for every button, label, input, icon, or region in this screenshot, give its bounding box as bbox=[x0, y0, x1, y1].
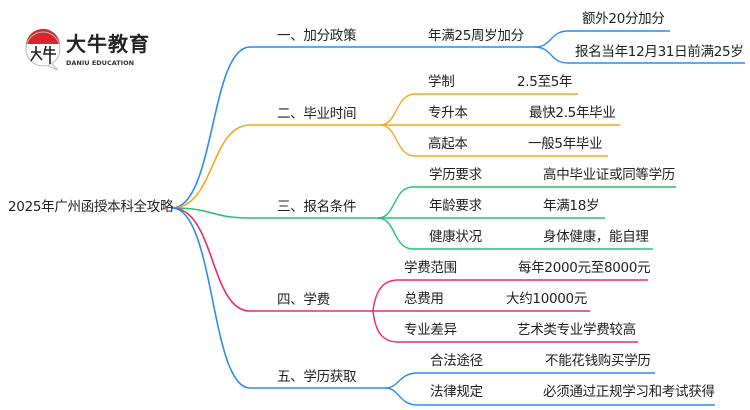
branch-4: 四、学费 bbox=[277, 292, 330, 308]
connector-b5-c1 bbox=[384, 372, 655, 389]
connector-b4-c3 bbox=[372, 310, 638, 343]
branch-1: 一、加分政策 bbox=[277, 28, 357, 44]
branch-3: 三、报名条件 bbox=[277, 199, 357, 215]
node-value: 不能花钱购买学历 bbox=[545, 353, 651, 369]
connector-root-b4 bbox=[171, 207, 373, 312]
node-value: 必须通过正规学习和考试获得 bbox=[543, 384, 715, 400]
branch-5: 五、学历获取 bbox=[277, 369, 357, 385]
node-value: 艺术类专业学费较高 bbox=[517, 322, 636, 338]
node-label: 高起本 bbox=[428, 136, 468, 152]
logo-name: 大牛教育 bbox=[66, 32, 150, 56]
node-label: 学费范围 bbox=[404, 260, 457, 276]
connector-b3-c3 bbox=[377, 217, 653, 250]
logo-subtitle: DANIU EDUCATION bbox=[66, 59, 135, 67]
node-value: 报名当年12月31日前满25岁 bbox=[575, 44, 744, 60]
node-label: 专升本 bbox=[428, 105, 468, 121]
node-label: 学制 bbox=[428, 74, 455, 90]
connector-b1-c1 bbox=[534, 30, 670, 48]
node-label: 年满25周岁加分 bbox=[428, 28, 524, 44]
root-node: 2025年广州函授本科全攻略 bbox=[8, 199, 174, 215]
node-value: 一般5年毕业 bbox=[528, 136, 603, 152]
node-value: 身体健康，能自理 bbox=[543, 229, 649, 245]
node-label: 专业差异 bbox=[404, 322, 457, 338]
branch-2: 二、毕业时间 bbox=[277, 106, 357, 122]
node-value: 每年2000元至8000元 bbox=[518, 260, 651, 276]
connector-b1-c2 bbox=[534, 46, 745, 64]
node-label: 总费用 bbox=[404, 291, 444, 307]
logo-mark-icon bbox=[25, 28, 61, 71]
node-value: 2.5至5年 bbox=[517, 74, 573, 90]
node-value: 额外20分加分 bbox=[582, 11, 665, 27]
node-label: 合法途径 bbox=[430, 353, 483, 369]
node-label: 健康状况 bbox=[429, 229, 482, 245]
connector-b4-c1 bbox=[372, 279, 648, 312]
node-value: 大约10000元 bbox=[506, 291, 588, 307]
connector-root-b5 bbox=[171, 207, 385, 389]
connector-root-b2 bbox=[171, 124, 380, 209]
node-value: 最快2.5年毕业 bbox=[529, 105, 616, 121]
connector-b2-c3 bbox=[379, 124, 608, 157]
node-value: 年满18岁 bbox=[543, 198, 600, 214]
connector-b5-c2 bbox=[384, 387, 715, 406]
logo: 大牛教育 DANIU EDUCATION bbox=[22, 28, 149, 72]
node-label: 法律规定 bbox=[430, 384, 483, 400]
connector-b2-c1 bbox=[379, 93, 578, 126]
node-label: 年龄要求 bbox=[429, 198, 482, 214]
node-label: 学历要求 bbox=[429, 167, 482, 183]
connector-root-b3 bbox=[171, 207, 378, 219]
connector-root-b1 bbox=[171, 46, 535, 209]
node-value: 高中毕业证或同等学历 bbox=[543, 167, 675, 183]
connector-b3-c1 bbox=[377, 186, 676, 219]
